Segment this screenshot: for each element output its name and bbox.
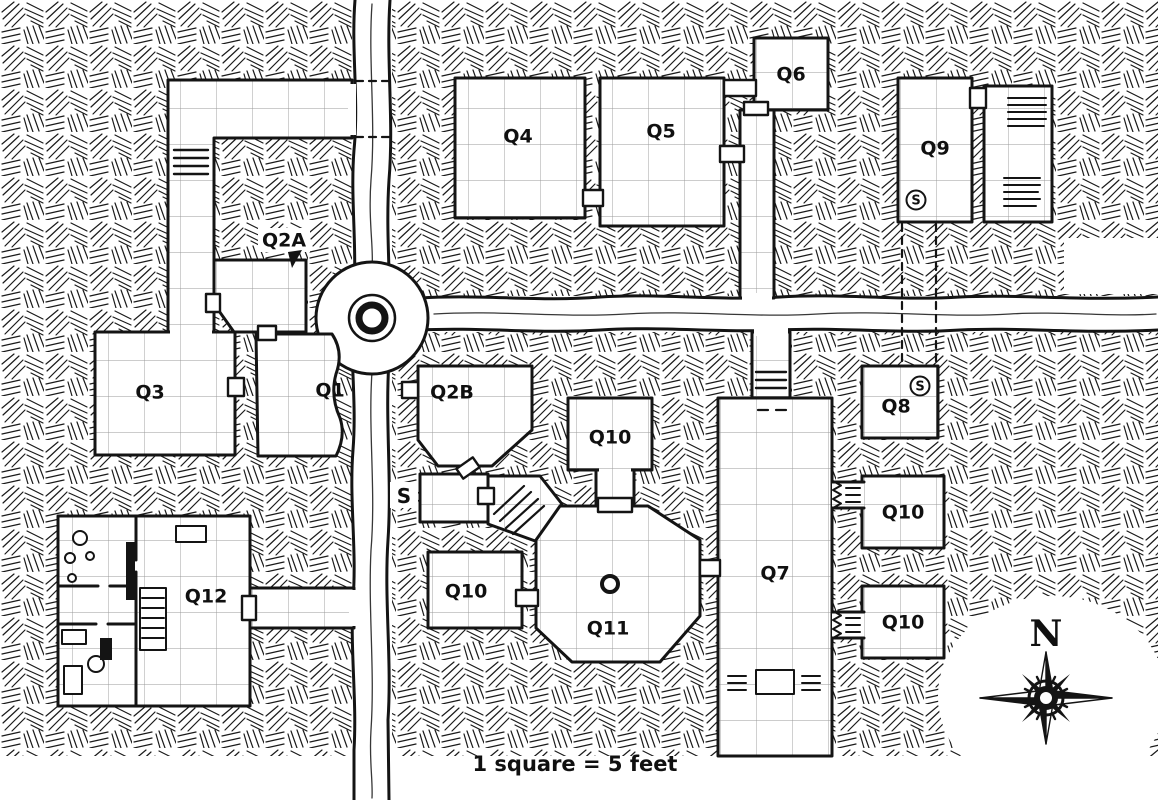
door-q6-corridor [742, 100, 770, 117]
furniture-q9 [1003, 97, 1047, 207]
q12-partitions [56, 514, 138, 708]
room-label-q10-north: Q10 [589, 427, 632, 449]
room-q10-east-lower-shape [860, 584, 946, 660]
door-q5-q6 [722, 78, 758, 98]
stairs-to-q11 [492, 484, 546, 536]
door-q2a-hall [204, 292, 222, 314]
compass-center-ring [1034, 686, 1058, 710]
secret-door-s-q9: S [911, 194, 920, 209]
room-label-q4: Q4 [503, 126, 532, 148]
secret-door-s-label: S [397, 484, 411, 508]
door-q11-q7 [698, 558, 722, 578]
stairs-to-q7 [754, 370, 788, 390]
passage-q7-q10-lower [830, 610, 866, 640]
door-q5-corridor [718, 144, 746, 164]
door-q12-corridor [240, 594, 258, 622]
room-label-q12: Q12 [185, 586, 228, 608]
room-label-q2b: Q2B [430, 382, 474, 404]
room-label-q3: Q3 [135, 382, 164, 404]
compass-rose-icon: N [979, 613, 1113, 745]
door-q10-west-q11 [514, 588, 540, 608]
rooms [56, 36, 1054, 758]
secret-passage-dashes [354, 79, 938, 368]
room-label-q11: Q11 [587, 618, 630, 640]
room-q5-shape [598, 76, 726, 228]
door-q3-q1 [226, 376, 246, 398]
pillar-icon [600, 574, 620, 594]
corridor-q12-road [248, 586, 356, 630]
furniture-q7 [727, 669, 821, 695]
passage-q7-q10-upper [830, 480, 866, 510]
room-q3-shape [93, 330, 237, 457]
room-label-q9: Q9 [920, 138, 949, 160]
plaza [314, 260, 430, 376]
compass-north-label: N [1030, 613, 1063, 655]
q2a-pointer-icon [288, 250, 302, 268]
room-q10-east-upper-shape [860, 474, 946, 550]
secret-door-markers: S S S [397, 189, 931, 508]
door-q10-north-q11 [596, 496, 634, 514]
door-q1-q2a [256, 324, 278, 342]
room-q6-shape [752, 36, 830, 112]
room-q9-east-shape [982, 84, 1054, 224]
portcullis-squiggle-lower [832, 610, 842, 639]
road-vertical [350, 0, 393, 800]
room-label-q10-west: Q10 [445, 581, 488, 603]
room-label-q6: Q6 [776, 64, 805, 86]
secret-door-circle-q8-icon [909, 375, 931, 397]
door-q2b-secret-room [455, 456, 481, 480]
room-q4-shape [453, 76, 587, 220]
door-secret-room-vestibule [476, 486, 496, 506]
well-icon [355, 301, 389, 335]
secret-door-circle-q9-icon [905, 189, 927, 211]
label-backplates [258, 228, 418, 508]
stairs-top-left [172, 148, 210, 176]
portcullis-squiggle-upper [832, 480, 842, 509]
room-q2b-shape [416, 364, 534, 468]
doors [204, 78, 988, 622]
room-label-q5: Q5 [646, 121, 675, 143]
door-q4-q5 [581, 188, 605, 208]
room-label-q7: Q7 [760, 563, 789, 585]
scale-note: 1 square = 5 feet [473, 752, 678, 776]
road-horizontal [418, 294, 1158, 333]
door-q2b-road [400, 380, 420, 400]
furniture-q12 [61, 525, 207, 695]
secret-door-s-q8: S [915, 380, 924, 395]
room-label-q2a: Q2A [262, 230, 306, 252]
corridor-q6-road [738, 108, 776, 300]
room-q10-west-shape [426, 550, 524, 630]
door-q9-west-east [968, 86, 988, 110]
room-label-q8: Q8 [881, 396, 910, 418]
secret-room-shape [418, 472, 490, 524]
room-q7-shape [716, 396, 834, 758]
room-q1-shape [254, 332, 344, 458]
room-q2a-shape [212, 258, 308, 334]
room-label-q10-east-lower: Q10 [882, 612, 925, 634]
room-label-q1: Q1 [315, 380, 344, 402]
room-q10-north-shape [566, 396, 654, 472]
room-label-q10-east-upper: Q10 [882, 502, 925, 524]
room-labels: Q1 Q2A Q2B Q3 Q4 Q5 Q6 Q7 Q8 Q9 Q10 Q10 … [135, 64, 949, 640]
